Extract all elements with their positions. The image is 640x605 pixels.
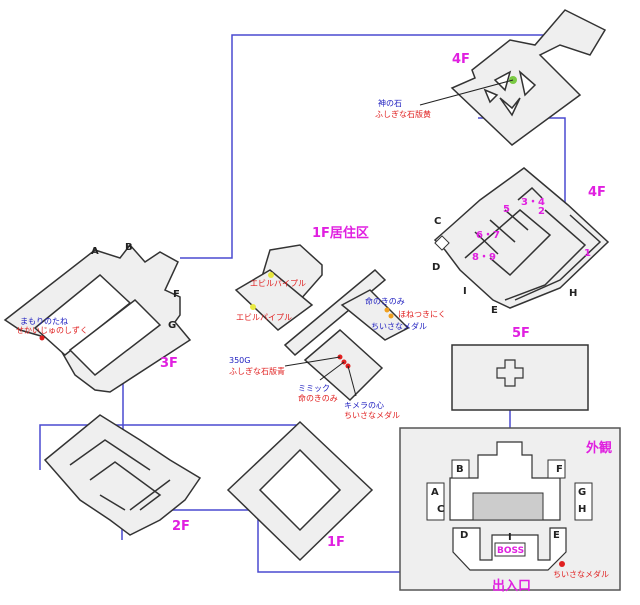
item-label: ちいさなメダル: [553, 569, 609, 579]
entrance-label: 出入口: [492, 578, 531, 594]
door-label: F: [556, 464, 563, 475]
item-label: エビルパイプル: [236, 313, 292, 322]
door-label: E: [491, 305, 498, 316]
floor-4f-top: 4F 神の石 ふしぎな石版黄: [375, 9, 607, 146]
item-label: 命のきのみ: [365, 296, 405, 306]
exterior-view: 外観 出入口 B F A C G H D E I BOSS ちいさなメダル: [399, 427, 621, 594]
order-label: 2: [538, 206, 545, 217]
door-label: D: [460, 530, 468, 541]
floor-label: 3F: [160, 356, 178, 371]
floor-label: 2F: [172, 519, 190, 534]
item-label: エビルパイプル: [250, 279, 306, 288]
floor-label: 外観: [585, 440, 612, 456]
order-label: 6・7: [476, 230, 500, 241]
door-label: B: [125, 242, 133, 253]
door-label: H: [578, 504, 586, 515]
item-label: ほねつきにく: [398, 310, 446, 319]
door-label: A: [91, 246, 99, 257]
item-label: ふしぎな石版青: [229, 366, 285, 376]
order-label: 5: [503, 204, 510, 215]
item-label: まもりのたね: [20, 317, 68, 326]
item-label: ちいさなメダル: [344, 410, 400, 420]
door-label: A: [431, 487, 439, 498]
item-label: キメラの心: [344, 401, 384, 410]
item-label: ふしぎな石版黄: [375, 109, 431, 119]
door-label: D: [432, 262, 440, 273]
item-label: ちいさなメダル: [371, 321, 427, 331]
item-label: ミミック: [298, 384, 330, 393]
door-label: C: [437, 504, 444, 515]
item-label: 命のきのみ: [298, 393, 338, 403]
door-label: B: [456, 464, 464, 475]
item-label: 神の石: [378, 98, 402, 108]
order-label: 1: [584, 248, 591, 259]
door-label: F: [173, 289, 180, 300]
floor-label: 4F: [588, 185, 606, 200]
boss-label: BOSS: [497, 546, 524, 556]
floor-4f-maze: 4F C D I E H 1 2 3・4 5 6・7 8・9: [432, 167, 610, 316]
order-label: 8・9: [472, 252, 496, 263]
door-label: C: [434, 216, 441, 227]
floor-label: 1F居住区: [312, 225, 369, 241]
item-label: 350G: [229, 356, 250, 365]
order-label: 3・4: [521, 197, 545, 208]
floor-5f: 5F: [451, 326, 589, 411]
floor-1f: 1F: [226, 420, 374, 562]
door-label: G: [168, 320, 176, 331]
door-label: H: [569, 288, 577, 299]
floor-label: 1F: [327, 535, 345, 550]
door-label: I: [508, 532, 512, 543]
floor-label: 4F: [452, 52, 470, 67]
floor-1f-residential: 1F居住区 エビルパイプル エビルパイプル 命のきのみ ほねつきにく ちいさなメ…: [229, 225, 446, 420]
door-label: I: [463, 286, 467, 297]
floor-3f: 3F A B F G まもりのたね せかいじゅのしずく: [3, 242, 192, 393]
floor-label: 5F: [512, 326, 530, 341]
floor-2f: 2F: [43, 414, 202, 536]
door-label: E: [553, 530, 560, 541]
item-label: せかいじゅのしずく: [16, 325, 88, 335]
door-label: G: [578, 487, 586, 498]
